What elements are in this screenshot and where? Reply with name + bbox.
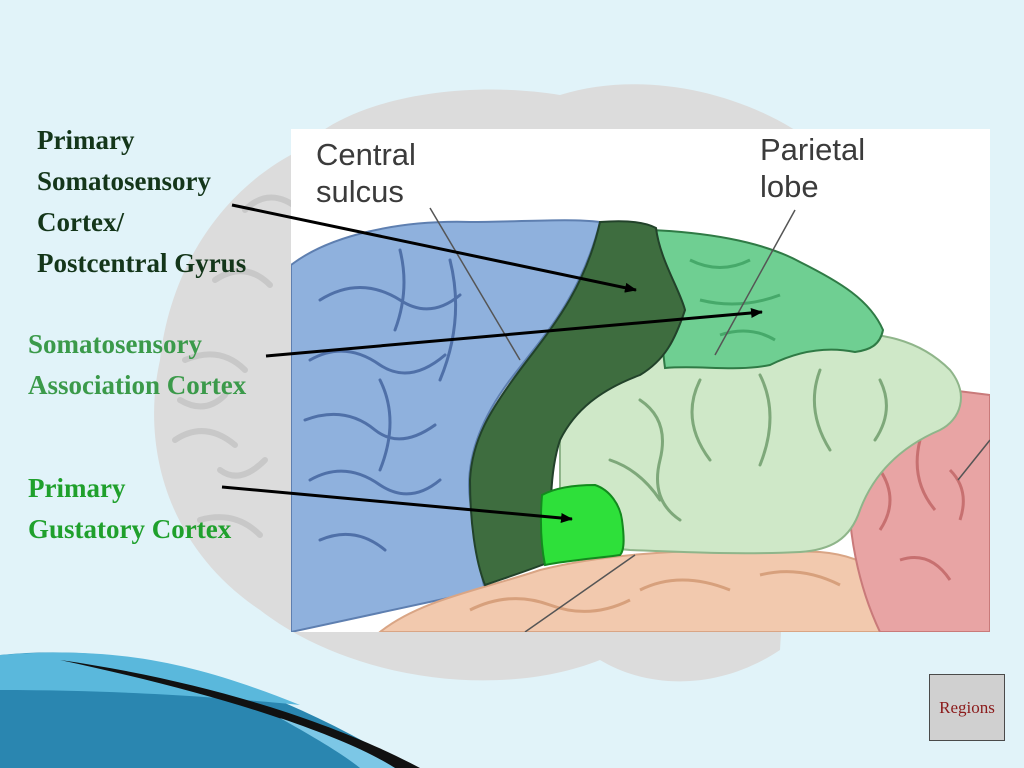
label-line: Somatosensory <box>28 329 202 359</box>
label-line: Primary <box>37 125 135 155</box>
parietal-lobe-pointer <box>714 209 796 356</box>
label-line: Somatosensory <box>37 166 211 196</box>
regions-button[interactable]: Regions <box>929 674 1005 741</box>
label-line: Postcentral Gyrus <box>37 248 247 278</box>
primary-somatosensory-cortex-label: Primary Somatosensory Cortex/ Postcentra… <box>37 120 246 284</box>
parietal-lobe-label: Parietal lobe <box>760 132 874 204</box>
central-sulcus-label: Central sulcus <box>316 137 425 209</box>
gustatory-cortex <box>540 483 625 567</box>
temporal-pointer <box>524 554 636 632</box>
primary-gustatory-cortex-label: Primary Gustatory Cortex <box>28 468 231 550</box>
label-line: Cortex/ <box>37 207 124 237</box>
occipital-pointer <box>957 439 990 481</box>
somatosensory-association-cortex-label: Somatosensory Association Cortex <box>28 324 246 406</box>
label-line: Association Cortex <box>28 370 247 400</box>
arrow-to-association-cortex <box>265 307 763 358</box>
label-line: Primary <box>28 473 126 503</box>
arrow-to-gustatory-cortex <box>221 485 573 523</box>
corner-swoosh <box>0 652 420 768</box>
arrow-to-postcentral-gyrus <box>231 203 637 293</box>
label-line: Gustatory Cortex <box>28 514 232 544</box>
